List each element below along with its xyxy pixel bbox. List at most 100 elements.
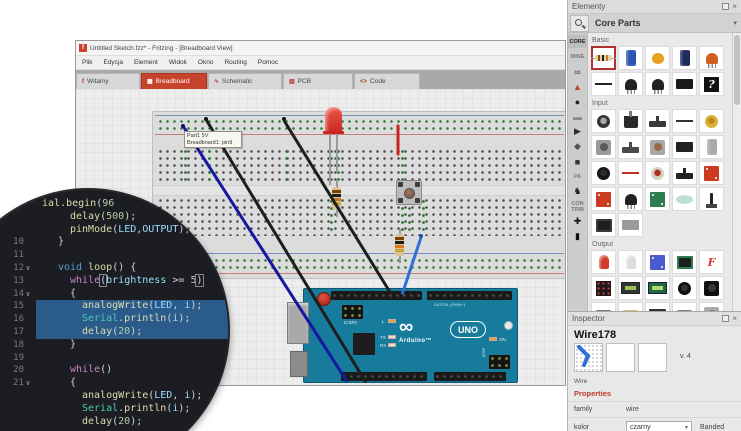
rgb-led-module-part[interactable]	[645, 250, 670, 274]
velleman-bin-tab[interactable]: ▶	[574, 126, 581, 136]
float-panel-icon[interactable]	[722, 3, 730, 10]
seeed-bin-tab[interactable]: ▬	[573, 111, 582, 122]
bottom-rail-dots[interactable]	[157, 264, 562, 271]
thermistor-part[interactable]	[591, 161, 616, 185]
temperature-sensor-part[interactable]	[618, 187, 643, 211]
analog-header[interactable]	[434, 372, 506, 381]
code-line[interactable]: pinMode(LED,OUTPUT);˷	[0, 224, 228, 237]
view-tab[interactable]: <> Code	[354, 73, 420, 89]
npn-transistor-part[interactable]	[618, 72, 643, 96]
breadboard-preview[interactable]	[574, 343, 603, 372]
code-line[interactable]: 18}	[0, 339, 228, 352]
iot-bin-tab[interactable]: ▮	[575, 231, 580, 241]
micro-switch-part[interactable]	[672, 135, 697, 159]
fold-arrow-icon[interactable]: ∨	[26, 289, 31, 298]
view-tab[interactable]: ▤ PCB	[283, 73, 353, 89]
coin-cell-battery-part[interactable]	[672, 72, 697, 96]
parts-scrollbar[interactable]	[732, 33, 741, 311]
pushbutton-part[interactable]	[645, 135, 670, 159]
code-line[interactable]: delay(20);	[0, 416, 228, 429]
color-dropdown[interactable]: czarny ▾	[626, 421, 692, 431]
menu-item[interactable]: Edycja	[103, 59, 123, 66]
icsp2-header[interactable]	[342, 305, 363, 319]
code-line[interactable]: 14∨{	[0, 288, 228, 301]
code-line[interactable]: 10}	[0, 236, 228, 249]
seven-segment-display-part[interactable]: F	[699, 250, 724, 274]
menu-item[interactable]: Routing	[224, 59, 247, 66]
code-line[interactable]: 12∨void loop() {	[0, 262, 228, 275]
trim-potentiometer-part[interactable]	[672, 109, 697, 133]
ir-sensor-board-part[interactable]	[591, 187, 616, 211]
code-line[interactable]: delay(500);	[0, 211, 228, 224]
arduino-bin-tab[interactable]: ∞	[574, 66, 581, 77]
fold-arrow-icon[interactable]: ∨	[26, 379, 31, 388]
view-tab[interactable]: f Witamy	[76, 73, 140, 89]
code-line[interactable]: 19	[0, 352, 228, 365]
red-jumper-wire[interactable]	[396, 124, 400, 156]
pushbutton[interactable]	[396, 180, 422, 205]
servo-motor-part[interactable]	[645, 302, 670, 311]
rotary-potentiometer-part[interactable]	[591, 109, 616, 133]
code-line[interactable]: 11	[0, 249, 228, 262]
search-parts-button[interactable]	[570, 14, 589, 32]
piezo-buzzer-part[interactable]	[672, 276, 697, 300]
menu-item[interactable]: Okno	[197, 59, 214, 66]
schematic-preview[interactable]	[606, 343, 635, 372]
force-sensor-part[interactable]	[699, 161, 724, 185]
resistor-10k[interactable]	[395, 229, 404, 263]
code-line[interactable]: ial.begin(96	[0, 198, 228, 211]
icsp-header[interactable]	[489, 355, 510, 369]
wire-endpoint[interactable]	[419, 234, 423, 238]
scrollbar-thumb[interactable]	[734, 35, 740, 105]
picaxe-bin-tab[interactable]: ♞	[573, 186, 582, 196]
wire-endpoint[interactable]	[282, 117, 286, 121]
resistor-part[interactable]	[591, 46, 616, 70]
bottom-rail-dots[interactable]	[157, 257, 562, 264]
sensor-board-part[interactable]	[645, 187, 670, 211]
screw-terminal-part[interactable]	[618, 46, 643, 70]
slide-switch-part[interactable]	[672, 161, 697, 185]
close-inspector-icon[interactable]: ×	[732, 314, 737, 323]
sparkfun-bin-tab[interactable]: ▲	[573, 81, 582, 92]
parallax-bin-tab[interactable]: PA	[573, 173, 582, 180]
toggle-switch-part[interactable]	[618, 135, 643, 159]
float-inspector-icon[interactable]	[722, 315, 730, 322]
top-rail-dots[interactable]	[157, 125, 562, 132]
red-led-part[interactable]	[591, 250, 616, 274]
slide-potentiometer-part[interactable]	[645, 109, 670, 133]
adafruit-bin-tab[interactable]: ●	[574, 96, 581, 107]
breadboard[interactable]	[152, 111, 565, 279]
vibration-motor-part[interactable]	[672, 302, 697, 311]
contrib-bin-tab[interactable]: CON TRIB	[571, 200, 584, 213]
menu-item[interactable]: Plik	[82, 59, 93, 66]
view-tab[interactable]: ▦ Breadboard	[141, 73, 207, 89]
bin-menu-icon[interactable]: ▾	[733, 20, 737, 27]
view-tab[interactable]: ∿ Schematic	[208, 73, 282, 89]
loudspeaker-part[interactable]	[699, 276, 724, 300]
trimmer-part[interactable]	[699, 109, 724, 133]
electrolytic-capacitor-part[interactable]	[672, 46, 697, 70]
diode-part[interactable]	[591, 72, 616, 96]
gear-motor-part[interactable]	[618, 302, 643, 311]
dc-motor-part[interactable]	[591, 302, 616, 311]
ic-chip-part[interactable]	[591, 213, 616, 237]
digital-header-left[interactable]	[331, 291, 422, 300]
wire-endpoint[interactable]	[181, 124, 185, 128]
evil-mad-science-bin-tab[interactable]: ◆	[574, 141, 581, 151]
stepper-motor-part[interactable]	[699, 302, 724, 311]
led-driver-ic-part[interactable]	[672, 250, 697, 274]
core-bin-tab[interactable]: CORE	[568, 35, 587, 48]
menu-item[interactable]: Widok	[168, 59, 187, 66]
rotary-encoder-part[interactable]	[591, 135, 616, 159]
tilt-sensor-part[interactable]	[699, 135, 724, 159]
flex-sensor-part[interactable]	[618, 161, 643, 185]
close-panel-icon[interactable]: ×	[732, 2, 737, 11]
white-led-part[interactable]	[618, 250, 643, 274]
red-led[interactable]	[323, 107, 344, 134]
photoresistor-part[interactable]	[645, 161, 670, 185]
